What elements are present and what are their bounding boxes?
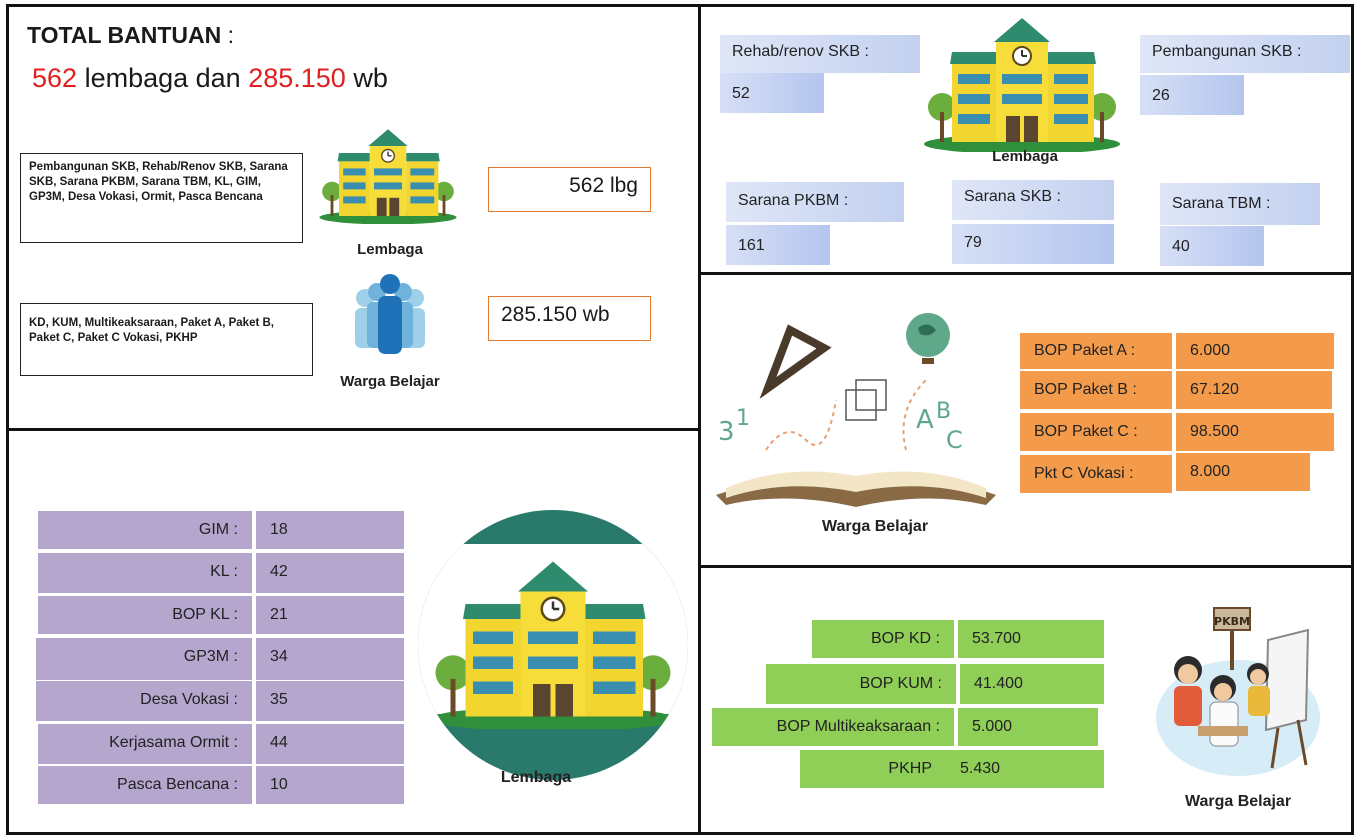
- bop-kum-value: 41.400: [960, 664, 1104, 704]
- bop-kd-value: 53.700: [958, 620, 1104, 658]
- svg-text:C: C: [946, 426, 963, 454]
- row-label: GIM :: [38, 511, 252, 549]
- count-lembaga: 562: [32, 63, 78, 93]
- school-building-icon: [318, 124, 458, 224]
- total-subtitle: 562 lembaga dan 285.150 wb: [32, 63, 388, 94]
- svg-text:B: B: [936, 399, 951, 424]
- row-label: Desa Vokasi :: [36, 681, 252, 721]
- pkbm-sign-text: PKBM: [1214, 615, 1250, 628]
- row-value: 34: [256, 638, 404, 680]
- row-label: BOP KL :: [38, 596, 252, 634]
- pembangunan-value: 26: [1140, 75, 1244, 115]
- pkt-c-vokasi-label: Pkt C Vokasi :: [1020, 455, 1172, 493]
- row-value: 21: [256, 596, 404, 634]
- sarana-tbm-value: 40: [1160, 226, 1264, 266]
- open-book-icon: 3 1 A B C: [716, 313, 996, 507]
- wb-description: KD, KUM, Multikeaksaraan, Paket A, Paket…: [20, 303, 313, 376]
- lembaga-caption: Lembaga: [357, 241, 423, 258]
- globe-icon: [906, 313, 950, 364]
- sarana-pkbm-value: 161: [726, 225, 830, 265]
- pkt-c-vokasi-value: 8.000: [1176, 453, 1310, 491]
- lembaga-total-box: 562 lbg: [488, 167, 651, 212]
- svg-text:3: 3: [718, 417, 735, 447]
- count-wb: 285.150: [248, 63, 346, 93]
- row-value: 18: [256, 511, 404, 549]
- row-value: 44: [256, 724, 404, 764]
- total-title: TOTAL BANTUAN :: [27, 22, 234, 49]
- pkhp-value: 5.430: [946, 750, 1104, 788]
- sarana-pkbm-label: Sarana PKBM :: [726, 182, 904, 222]
- school-building-icon: [428, 554, 678, 729]
- paket-caption: Warga Belajar: [821, 518, 929, 535]
- school-building-icon: [922, 12, 1122, 152]
- sarana-skb-label: Sarana SKB :: [952, 180, 1114, 220]
- classroom-illustration-icon: PKBM: [1156, 607, 1320, 776]
- wb-caption: Warga Belajar: [340, 373, 440, 390]
- bop-multikeaksaraan-value: 5.000: [958, 708, 1098, 746]
- paket-a-label: BOP Paket A :: [1020, 333, 1172, 369]
- pembangunan-label: Pembangunan SKB :: [1140, 35, 1350, 73]
- row-label: Kerjasama Ormit :: [38, 724, 252, 764]
- sarana-tbm-label: Sarana TBM :: [1160, 183, 1320, 225]
- row-value: 42: [256, 553, 404, 593]
- skb-lembaga-caption: Lembaga: [992, 148, 1058, 165]
- bop-kum-label: BOP KUM :: [766, 664, 956, 704]
- text-lembaga: lembaga dan: [84, 63, 241, 93]
- total-title-text: TOTAL BANTUAN: [27, 22, 222, 48]
- text-wb: wb: [353, 63, 388, 93]
- row-label: KL :: [38, 553, 252, 593]
- row-value: 35: [256, 681, 404, 721]
- wb-total-box: 285.150 wb: [488, 296, 651, 341]
- paket-c-value: 98.500: [1176, 413, 1334, 451]
- lembaga-circle: [418, 510, 688, 780]
- svg-text:1: 1: [736, 406, 750, 431]
- aksara-caption: Warga Belajar: [1184, 793, 1292, 810]
- bop-multikeaksaraan-label: BOP Multikeaksaraan :: [712, 708, 954, 746]
- paket-c-label: BOP Paket C :: [1020, 413, 1172, 451]
- bop-kd-label: BOP KD :: [812, 620, 954, 658]
- paket-b-label: BOP Paket B :: [1020, 371, 1172, 409]
- row-value: 10: [256, 766, 404, 804]
- paket-a-value: 6.000: [1176, 333, 1334, 369]
- rehab-value: 52: [720, 73, 824, 113]
- people-group-icon: [355, 274, 425, 354]
- geometry-icon: [759, 324, 887, 421]
- row-label: Pasca Bencana :: [38, 766, 252, 804]
- title-colon: :: [227, 22, 234, 48]
- pkhp-label: PKHP: [800, 750, 946, 788]
- paket-b-value: 67.120: [1176, 371, 1332, 409]
- row-label: GP3M :: [36, 638, 252, 680]
- lembaga-description: Pembangunan SKB, Rehab/Renov SKB, Sarana…: [20, 153, 303, 243]
- svg-text:A: A: [916, 405, 934, 435]
- lembaga-list-caption: Lembaga: [500, 769, 572, 786]
- sarana-skb-value: 79: [952, 224, 1114, 264]
- rehab-label: Rehab/renov SKB :: [720, 35, 920, 73]
